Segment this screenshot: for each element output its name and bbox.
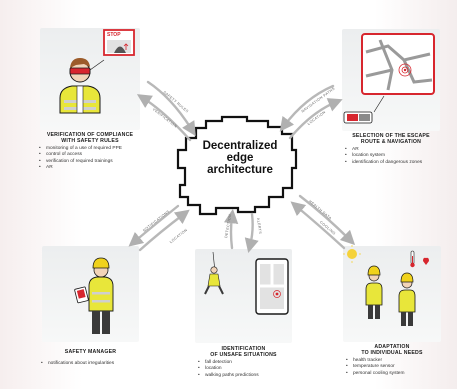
escape-title: SELECTION OF THE ESCAPE ROUTE & NAVIGATI… bbox=[342, 133, 440, 145]
list-item: AR bbox=[39, 165, 161, 172]
arrow-manager-in bbox=[128, 204, 180, 247]
manager-title-line1: SAFETY MANAGER bbox=[64, 349, 117, 355]
arrow-adapt-out bbox=[298, 194, 356, 246]
unsafe-title-line2: OF UNSAFE SITUATIONS bbox=[210, 352, 277, 359]
list-item: notifications about irregularities bbox=[41, 361, 168, 368]
list-item: location system bbox=[345, 153, 457, 160]
center-title-line3: architecture bbox=[207, 164, 273, 176]
stop-sign-label: STOP bbox=[107, 32, 121, 38]
unsafe-title-line1: IDENTIFICATION bbox=[221, 346, 266, 352]
list-item: identification of dangerous zones bbox=[345, 160, 457, 167]
list-item: control of access bbox=[39, 152, 161, 159]
arrow-unsafe-up bbox=[223, 208, 239, 250]
escape-title-line2: ROUTE & NAVIGATION bbox=[360, 139, 422, 146]
list-item: verification of required trainings bbox=[39, 159, 161, 166]
arrow-compliance-out bbox=[136, 94, 192, 142]
arrow-escape-out bbox=[288, 98, 343, 140]
compliance-bullets: monitoring of a use of required PPE cont… bbox=[38, 146, 161, 172]
manager-bullets: notifications about irregularities bbox=[40, 361, 168, 368]
escape-bullets: AR location system identification of dan… bbox=[344, 147, 457, 167]
list-item: location bbox=[198, 366, 305, 373]
adaptation-title: ADAPTATION TO INDIVIDUAL NEEDS bbox=[343, 344, 441, 356]
list-item: monitoring of a use of required PPE bbox=[39, 146, 161, 153]
adaptation-bullets: health tracker temperature sensor person… bbox=[345, 358, 453, 378]
center-title: Decentralized edge architecture bbox=[190, 140, 290, 176]
safety-manager-figure bbox=[74, 257, 114, 334]
list-item: AR bbox=[345, 147, 457, 154]
central-architecture-shape bbox=[176, 115, 298, 216]
list-item: health tracker bbox=[346, 358, 453, 365]
arrow-compliance-in bbox=[146, 80, 196, 137]
compliance-title-line2: WITH SAFETY RULES bbox=[61, 138, 119, 145]
center-title-line1: Decentralized bbox=[202, 140, 278, 152]
adaptation-workers-figure bbox=[343, 245, 429, 326]
center-title-line2: edge bbox=[226, 152, 254, 164]
escape-title-line1: SELECTION OF THE ESCAPE bbox=[352, 133, 430, 139]
list-item: temperature sensor bbox=[346, 364, 453, 371]
compliance-title-line1: VERIFICATION OF COMPLIANCE bbox=[46, 132, 134, 138]
adaptation-title-line2: TO INDIVIDUAL NEEDS bbox=[361, 350, 423, 357]
manager-title: SAFETY MANAGER bbox=[42, 349, 139, 355]
arrow-manager-out bbox=[138, 209, 190, 252]
unsafe-bullets: fall detection location walking paths pr… bbox=[197, 360, 305, 380]
list-item: personal cooling system bbox=[346, 371, 453, 378]
list-item: fall detection bbox=[198, 360, 305, 367]
arrow-unsafe-down bbox=[244, 212, 259, 253]
escape-map-icon bbox=[343, 33, 435, 124]
worker-ar-icon bbox=[59, 29, 135, 114]
adaptation-title-line1: ADAPTATION bbox=[374, 344, 410, 350]
compliance-title: VERIFICATION OF COMPLIANCE WITH SAFETY R… bbox=[40, 132, 140, 144]
list-item: walking paths predictions bbox=[198, 373, 305, 380]
unsafe-situation-icon bbox=[204, 251, 289, 315]
arrow-escape-in bbox=[279, 84, 335, 132]
unsafe-title: IDENTIFICATION OF UNSAFE SITUATIONS bbox=[195, 346, 292, 358]
